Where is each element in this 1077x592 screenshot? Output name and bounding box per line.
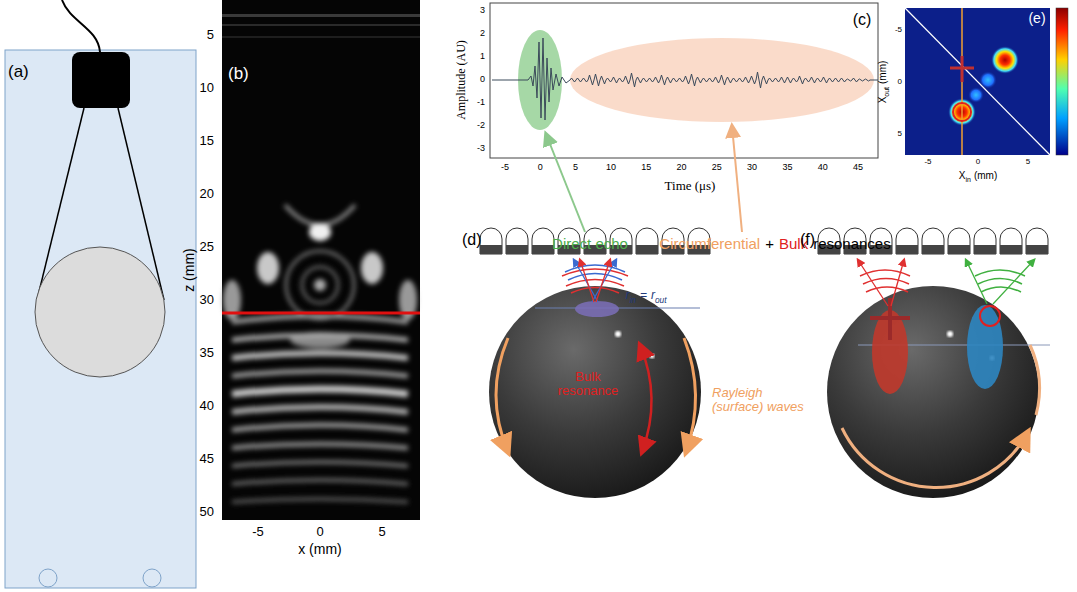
tick-label: 30 — [747, 163, 757, 173]
tick-label: 0 — [976, 158, 980, 167]
tick-label: 20 — [676, 163, 686, 173]
tick-label: 15 — [200, 134, 214, 148]
tick-label: 0 — [480, 75, 485, 85]
tick-label: 5 — [573, 163, 578, 173]
tick-label: 5 — [1026, 158, 1030, 167]
annotation: Bulk resonance — [548, 370, 628, 399]
tick-label: 30 — [200, 293, 214, 307]
tick-label: -5 — [924, 158, 931, 167]
axis-title: in — [965, 176, 970, 183]
label-group: rin=rout — [625, 289, 666, 305]
tick-label: 20 — [200, 187, 214, 201]
tick-label: -5 — [895, 26, 902, 35]
setup-sketch — [5, 0, 196, 588]
tick-label: 25 — [712, 163, 722, 173]
tick-label: -5 — [252, 525, 264, 539]
ultrasound-image — [222, 0, 420, 520]
tick-label: 40 — [200, 399, 214, 413]
annotation: r — [651, 288, 655, 302]
panel-label: (d) — [462, 231, 482, 249]
tick-label: -1 — [477, 98, 485, 108]
annotation: out — [655, 295, 667, 305]
heat-map — [905, 8, 1068, 155]
tick-label: 0 — [316, 525, 323, 539]
sphere-sketch-d — [480, 228, 710, 498]
tick-label: 40 — [818, 163, 828, 173]
tick-label: 1 — [480, 52, 485, 62]
label-group: Xin (mm) — [959, 170, 997, 184]
tick-label: 5 — [898, 130, 902, 139]
panel-label: (e) — [1028, 11, 1045, 26]
panel-label: (a) — [8, 63, 29, 82]
signal-plot — [490, 3, 878, 232]
sphere-sketch-f — [818, 228, 1050, 498]
axis-title: z (mm) — [182, 248, 197, 292]
tick-label: 25 — [200, 240, 214, 254]
label-group: Xout (mm) — [877, 61, 891, 104]
axis-title: X — [877, 97, 888, 104]
tick-label: 5 — [207, 28, 214, 42]
tick-label: 2 — [480, 29, 485, 39]
tick-label: 45 — [853, 163, 863, 173]
label-group: Circumferential+Bulkresonances — [659, 236, 890, 253]
annotation: r — [625, 288, 629, 302]
tick-label: 0 — [898, 78, 902, 87]
panel-label: (c) — [853, 11, 872, 29]
annotation: in — [629, 295, 636, 305]
panel-label: (b) — [228, 65, 249, 84]
tick-label: 45 — [200, 452, 214, 466]
annotation: resonances — [813, 235, 891, 252]
tick-label: 3 — [480, 6, 485, 16]
axis-title: Amplitude (AU) — [455, 40, 468, 120]
tick-label: -3 — [477, 144, 485, 154]
annotation: = — [640, 288, 647, 302]
axis-title: out — [883, 87, 890, 97]
annotation: Circumferential — [659, 235, 760, 252]
annotation: Direct echo — [552, 236, 628, 253]
tick-label: 5 — [378, 525, 385, 539]
tick-label: 35 — [782, 163, 792, 173]
tick-label: 50 — [200, 505, 214, 519]
tick-label: 10 — [200, 81, 214, 95]
tick-label: -2 — [477, 121, 485, 131]
axis-title: x (mm) — [298, 542, 342, 557]
annotation: Rayleigh (surface) waves — [712, 386, 804, 415]
annotation: + — [765, 235, 774, 252]
panel-label: (f) — [800, 231, 815, 249]
axis-title: X — [959, 170, 966, 181]
axis-title: Time (μs) — [665, 179, 716, 193]
tick-label: -5 — [501, 163, 509, 173]
axis-title: (mm) — [974, 170, 997, 181]
tick-label: 0 — [538, 163, 543, 173]
tick-label: 35 — [200, 346, 214, 360]
tick-label: 15 — [641, 163, 651, 173]
tick-label: 10 — [606, 163, 616, 173]
axis-title: (mm) — [877, 61, 888, 84]
